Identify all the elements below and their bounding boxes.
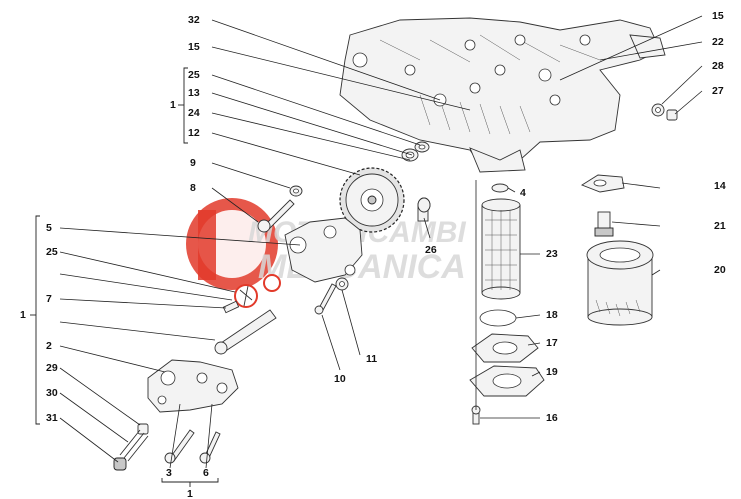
callout-12: 12 [188,127,200,139]
callout-22: 22 [712,36,724,48]
callout-24: 24 [188,107,200,119]
pump-cover-2 [147,359,239,413]
union-21 [594,211,614,237]
washer-9 [289,185,303,197]
callout-1-group-b: 1 [20,309,26,321]
callout-6: 6 [203,467,209,479]
callout-11: 11 [366,353,377,365]
part-26 [417,197,431,213]
callout-8: 8 [190,182,196,194]
o-ring-18 [479,309,517,327]
callout-9: 9 [190,157,196,169]
pin-7 [222,300,240,314]
callout-3: 3 [166,467,172,479]
callout-15-left: 15 [188,41,200,53]
callout-27: 27 [712,85,724,97]
callout-7: 7 [46,293,52,305]
washer-28 [651,103,665,117]
callout-31: 31 [46,412,58,424]
callout-13: 13 [188,87,200,99]
leader-lines [59,15,703,469]
pump-shaft [214,309,277,355]
callout-29: 29 [46,362,58,374]
plug-27 [666,109,678,121]
washer-11 [335,277,349,291]
pump-gear-25 [234,274,281,308]
callout-1-group-a: 1 [170,99,176,111]
callout-28: 28 [712,60,724,72]
callout-18: 18 [546,309,558,321]
bolt-10 [314,283,337,315]
callout-labels: 32 15 25 13 24 12 1 9 8 15 22 28 27 4 14… [20,10,726,499]
callout-2: 2 [46,340,52,352]
callout-15-right: 15 [712,10,724,22]
cover-19 [469,365,545,397]
callout-1-group-c: 1 [187,488,193,499]
oil-filter-20 [586,240,654,326]
spacer-14 [581,174,625,193]
callout-20: 20 [714,264,726,276]
callout-32: 32 [188,14,200,26]
group-brackets [30,67,219,487]
gasket-17 [471,333,539,363]
callout-10: 10 [334,373,346,385]
callout-17: 17 [546,337,558,349]
callout-5: 5 [46,222,52,234]
callout-19: 19 [546,366,558,378]
callout-30: 30 [46,387,58,399]
callout-25-left: 25 [46,246,58,258]
screws-3-6 [164,429,221,464]
callout-14: 14 [714,180,726,192]
filter-element-23 [481,183,521,300]
bolt-8 [257,199,295,233]
crankcase [339,17,666,173]
gear-12 [339,167,405,233]
callout-23: 23 [546,248,558,260]
callout-25-top: 25 [188,69,200,81]
relief-valve-parts [113,423,149,471]
callout-16: 16 [546,412,558,424]
callout-4: 4 [520,187,526,199]
callout-21: 21 [714,220,726,232]
callout-26: 26 [425,244,437,256]
